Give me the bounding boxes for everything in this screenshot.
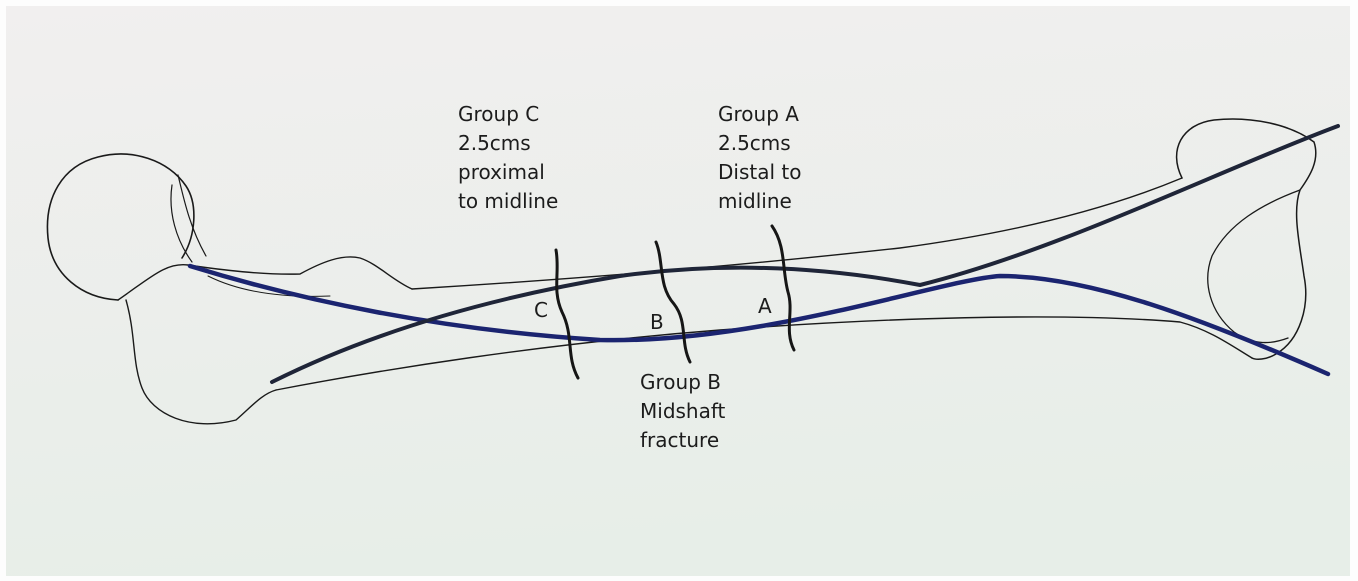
group-c-label: Group C 2.5cms proximal to midline	[458, 100, 558, 216]
femoral-neck-outline	[171, 175, 206, 262]
cut-line-a	[772, 226, 794, 350]
group-b-label: Group B Midshaft fracture	[640, 368, 725, 455]
group-a-label: Group A 2.5cms Distal to midline	[718, 100, 801, 216]
cut-line-c	[556, 250, 578, 378]
femoral-head-outline	[47, 154, 193, 300]
nail-dark	[272, 126, 1338, 382]
distal-condyle-outline	[1177, 119, 1316, 359]
intercondylar-outline	[1208, 190, 1300, 343]
lesser-trochanter-outline	[126, 300, 276, 424]
marker-b: B	[650, 312, 664, 332]
marker-a: A	[758, 296, 772, 316]
marker-c: C	[534, 300, 548, 320]
cut-line-b	[656, 242, 690, 362]
